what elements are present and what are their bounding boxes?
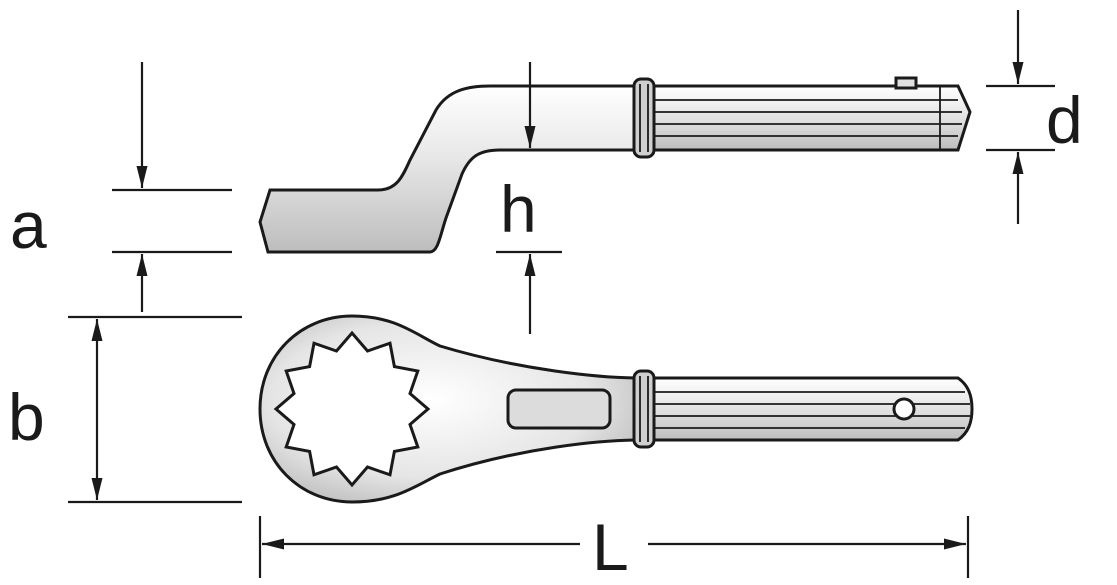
top-view-lock-hole xyxy=(892,397,916,421)
wrench-top-view xyxy=(258,314,974,504)
top-view-slot xyxy=(506,388,612,430)
dimension-label-b: b xyxy=(8,380,45,454)
dimension-h: h xyxy=(496,62,562,334)
dimension-label-a: a xyxy=(10,188,47,262)
side-view-head xyxy=(258,84,642,254)
dimension-d: d xyxy=(986,10,1083,224)
side-view-handle xyxy=(652,84,972,152)
wrench-side-view xyxy=(258,76,972,254)
top-view-collar xyxy=(632,369,656,449)
dimension-a: a xyxy=(10,62,232,312)
dimension-b: b xyxy=(8,315,242,504)
side-view-collar xyxy=(632,77,656,159)
side-view-lock-pin xyxy=(894,76,918,90)
dimension-label-d: d xyxy=(1046,83,1083,157)
top-view-handle xyxy=(652,376,974,442)
dimension-label-L: L xyxy=(592,510,629,584)
dimension-label-h: h xyxy=(500,172,537,246)
dimension-L: L xyxy=(258,510,970,584)
top-view-star-opening xyxy=(273,330,431,488)
